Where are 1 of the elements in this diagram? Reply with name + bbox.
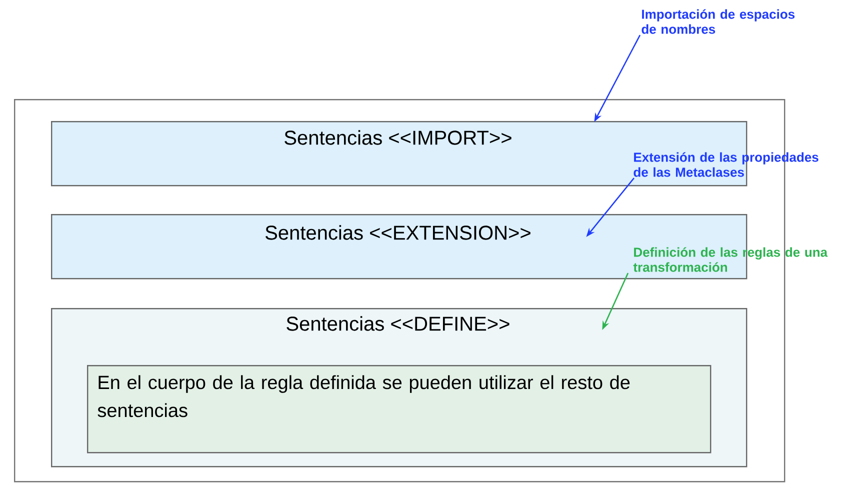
- annotation-text: Importación de espacios de nombres: [642, 9, 795, 34]
